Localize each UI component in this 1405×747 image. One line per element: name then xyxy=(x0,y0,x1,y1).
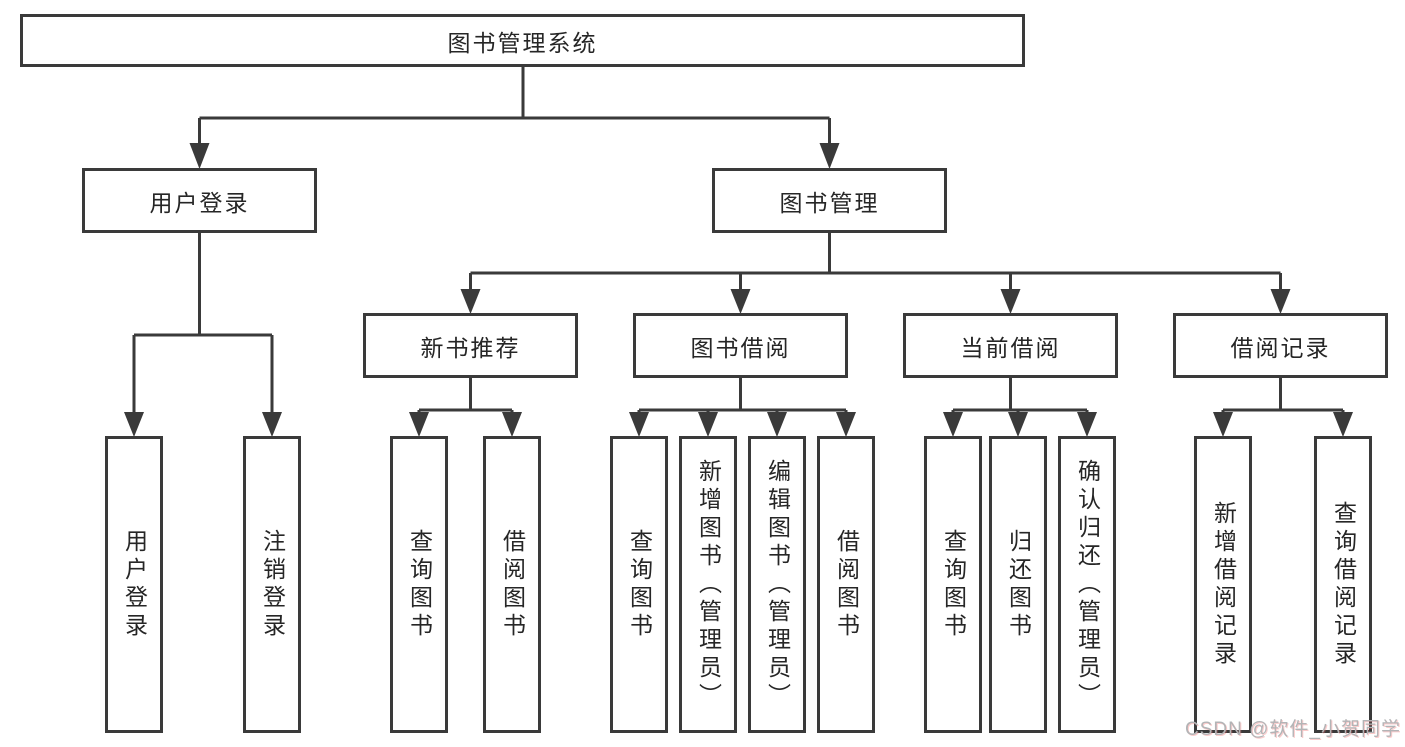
leaf-confirm-return-admin: 确认归还（管理员） xyxy=(1058,436,1116,733)
connector-user-login-to-leaves xyxy=(132,233,274,414)
connector-book-management-to-level3 xyxy=(469,233,1282,291)
leaf-user-login: 用户登录 xyxy=(105,436,163,733)
connector-current-borrowing-to-leaves xyxy=(951,378,1089,414)
node-borrow-records: 借阅记录 xyxy=(1173,313,1388,378)
node-user-login: 用户登录 xyxy=(82,168,317,233)
leaf-return-books: 归还图书 xyxy=(989,436,1047,733)
leaf-query-books-recommend: 查询图书 xyxy=(390,436,448,733)
node-current-borrowing: 当前借阅 xyxy=(903,313,1118,378)
leaf-query-books-borrowing: 查询图书 xyxy=(610,436,668,733)
leaf-add-book-admin: 新增图书（管理员） xyxy=(679,436,737,733)
node-new-book-recommend: 新书推荐 xyxy=(363,313,578,378)
node-book-borrowing: 图书借阅 xyxy=(633,313,848,378)
leaf-borrow-books-recommend: 借阅图书 xyxy=(483,436,541,733)
leaf-query-books-current: 查询图书 xyxy=(924,436,982,733)
node-book-management: 图书管理 xyxy=(712,168,947,233)
leaf-add-borrow-record: 新增借阅记录 xyxy=(1194,436,1252,733)
connector-root-to-level2 xyxy=(198,67,831,145)
connector-book-borrowing-to-leaves xyxy=(637,378,848,414)
leaf-logout: 注销登录 xyxy=(243,436,301,733)
connector-borrow-records-to-leaves xyxy=(1221,378,1345,414)
node-library-management-system: 图书管理系统 xyxy=(20,14,1025,67)
connector-new-book-recommend-to-leaves xyxy=(417,378,514,414)
csdn-watermark: CSDN @软件_小贺同学 xyxy=(1185,719,1401,740)
leaf-borrow-books-borrowing: 借阅图书 xyxy=(817,436,875,733)
leaf-edit-book-admin: 编辑图书（管理员） xyxy=(748,436,806,733)
leaf-query-borrow-record: 查询借阅记录 xyxy=(1314,436,1372,733)
